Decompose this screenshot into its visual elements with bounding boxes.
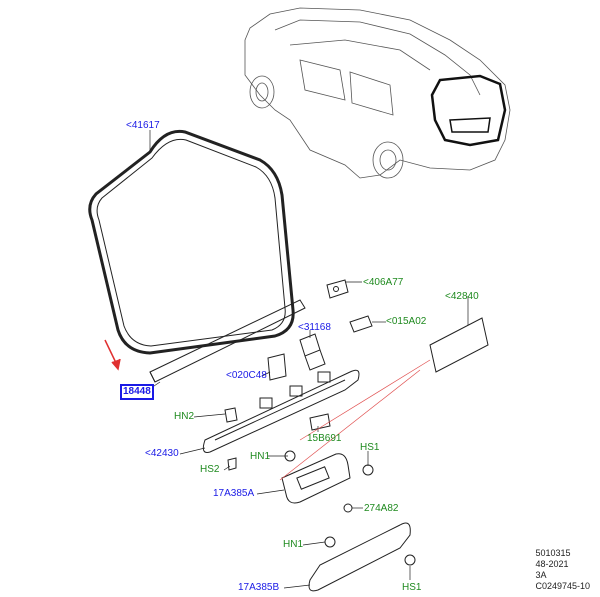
leader-lines [147,130,469,589]
ref-line-4: C0249745-10 [535,581,590,591]
label-lamp-15b691[interactable]: 15B691 [307,433,342,444]
ref-line-2: 48-2021 [535,559,569,569]
label-clip-274a82[interactable]: 274A82 [364,503,399,514]
label-switch-406a77[interactable]: <406A77 [363,277,404,288]
label-bracket-015a02[interactable]: <015A02 [386,316,427,327]
label-hn1-b[interactable]: HN1 [283,539,304,550]
label-plate-17a385b[interactable]: 17A385B [238,582,280,593]
label-hn2[interactable]: HN2 [174,411,195,422]
tailgate-seal [88,129,295,355]
plate-17a385b [308,522,411,592]
ref-line-1: 5010315 [535,548,571,558]
label-hs1-a[interactable]: HS1 [360,442,380,453]
vehicle-illustration [244,7,511,179]
label-sensor-020c48[interactable]: <020C48 [226,370,267,381]
label-selected-18448[interactable]: 18448 [120,384,154,400]
reference-codes: 5010315 48-2021 3A C0249745-10 [535,548,590,592]
label-hs2[interactable]: HS2 [200,464,220,475]
label-hn1-a[interactable]: HN1 [250,451,271,462]
indicator-arrow [104,339,121,371]
plate-17a385a [281,453,351,504]
screw-hs2 [227,457,237,471]
lamp-15b691 [309,413,331,431]
bracket-015a02 [349,315,373,333]
insulator-42840 [429,317,489,373]
clip-hn2 [224,407,238,423]
ref-line-3: 3A [535,570,547,580]
label-handle-panel-42430[interactable]: <42430 [145,448,179,459]
label-seal-41617[interactable]: <41617 [126,120,160,131]
sensor-020c48 [267,353,287,381]
label-hs1-b[interactable]: HS1 [402,582,422,593]
label-insulator-42840[interactable]: <42840 [445,291,479,302]
label-plate-17a385a[interactable]: 17A385A [213,488,255,499]
tailgate-outline [430,74,507,147]
switch-406a77 [326,279,349,299]
label-camera-31168[interactable]: <31168 [298,322,331,333]
